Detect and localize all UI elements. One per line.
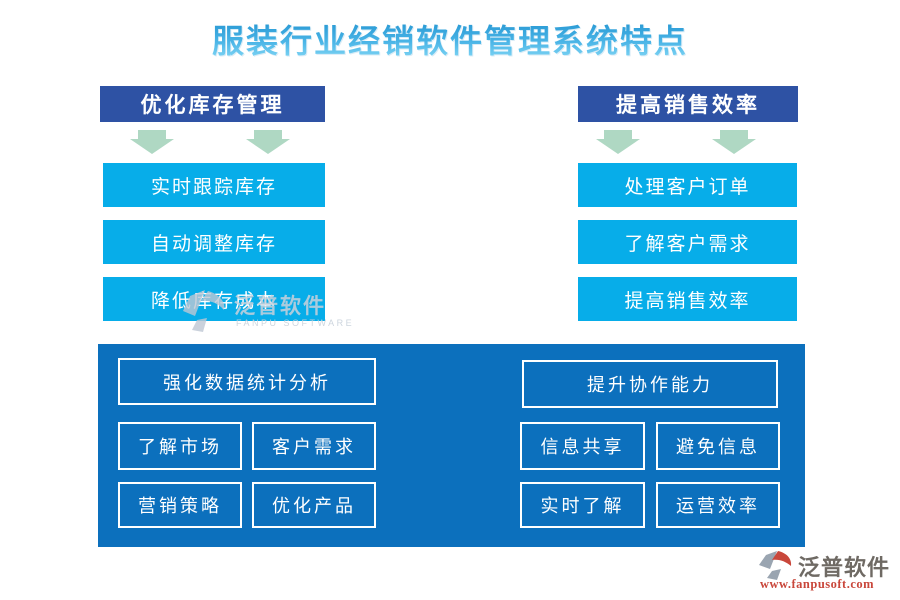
panel-item: 了解市场 [118, 422, 242, 470]
fanpu-swoosh-icon [756, 550, 794, 585]
down-arrow-icon [712, 130, 756, 154]
panel-item: 客户需求 [252, 422, 376, 470]
inventory-item: 实时跟踪库存 [103, 163, 325, 207]
sales-item: 了解客户需求 [578, 220, 797, 264]
down-arrow-icon [596, 130, 640, 154]
footer-logo: 泛普软件 www.fanpusoft.com [754, 548, 894, 596]
footer-logo-url: www.fanpusoft.com [760, 577, 875, 591]
panel-item: 避免信息 [656, 422, 780, 470]
sales-item: 处理客户订单 [578, 163, 797, 207]
panel-item: 营销策略 [118, 482, 242, 528]
panel-header-statistics: 强化数据统计分析 [118, 358, 376, 405]
column-header-inventory: 优化库存管理 [100, 86, 325, 122]
sales-item: 提高销售效率 [578, 277, 797, 321]
bottom-panel: 强化数据统计分析 了解市场 客户需求 营销策略 优化产品 提升协作能力 信息共享… [98, 344, 805, 547]
column-header-sales: 提高销售效率 [578, 86, 798, 122]
down-arrow-icon [130, 130, 174, 154]
down-arrow-icon [246, 130, 290, 154]
panel-item: 信息共享 [520, 422, 645, 470]
panel-item: 优化产品 [252, 482, 376, 528]
footer-logo-name: 泛普软件 [798, 555, 891, 580]
panel-header-collaboration: 提升协作能力 [522, 360, 778, 408]
inventory-item: 自动调整库存 [103, 220, 325, 264]
panel-item: 运营效率 [656, 482, 780, 528]
page-title: 服装行业经销软件管理系统特点 [0, 16, 900, 62]
inventory-item: 降低库存成本 [103, 277, 325, 321]
panel-item: 实时了解 [520, 482, 645, 528]
